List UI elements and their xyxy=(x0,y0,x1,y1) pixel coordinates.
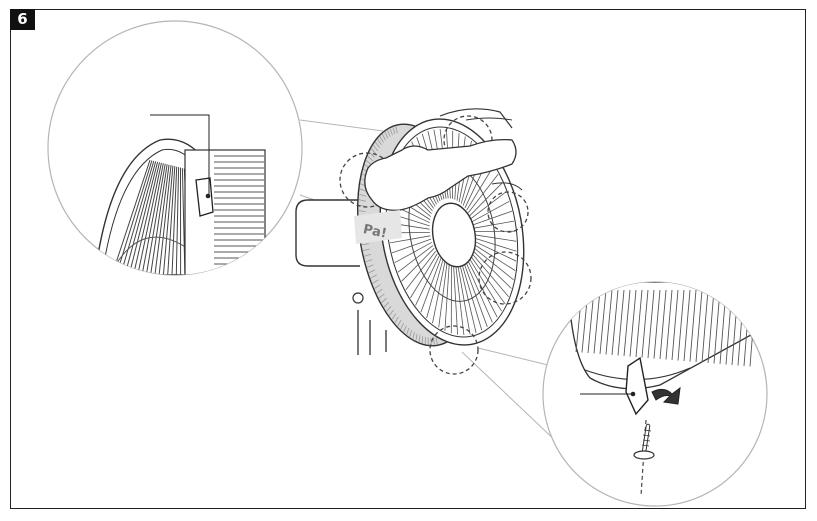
screw-icon xyxy=(352,292,364,304)
filter-ribs-left xyxy=(214,155,264,271)
zoom-detail-left xyxy=(47,20,303,276)
push-label: Pa! xyxy=(362,222,388,242)
hand-icon xyxy=(354,108,523,244)
step-number-badge: 6 xyxy=(10,9,35,30)
filter-ring-texture xyxy=(358,126,438,345)
zoom-detail-right xyxy=(542,281,768,507)
screw-icon xyxy=(633,423,655,460)
